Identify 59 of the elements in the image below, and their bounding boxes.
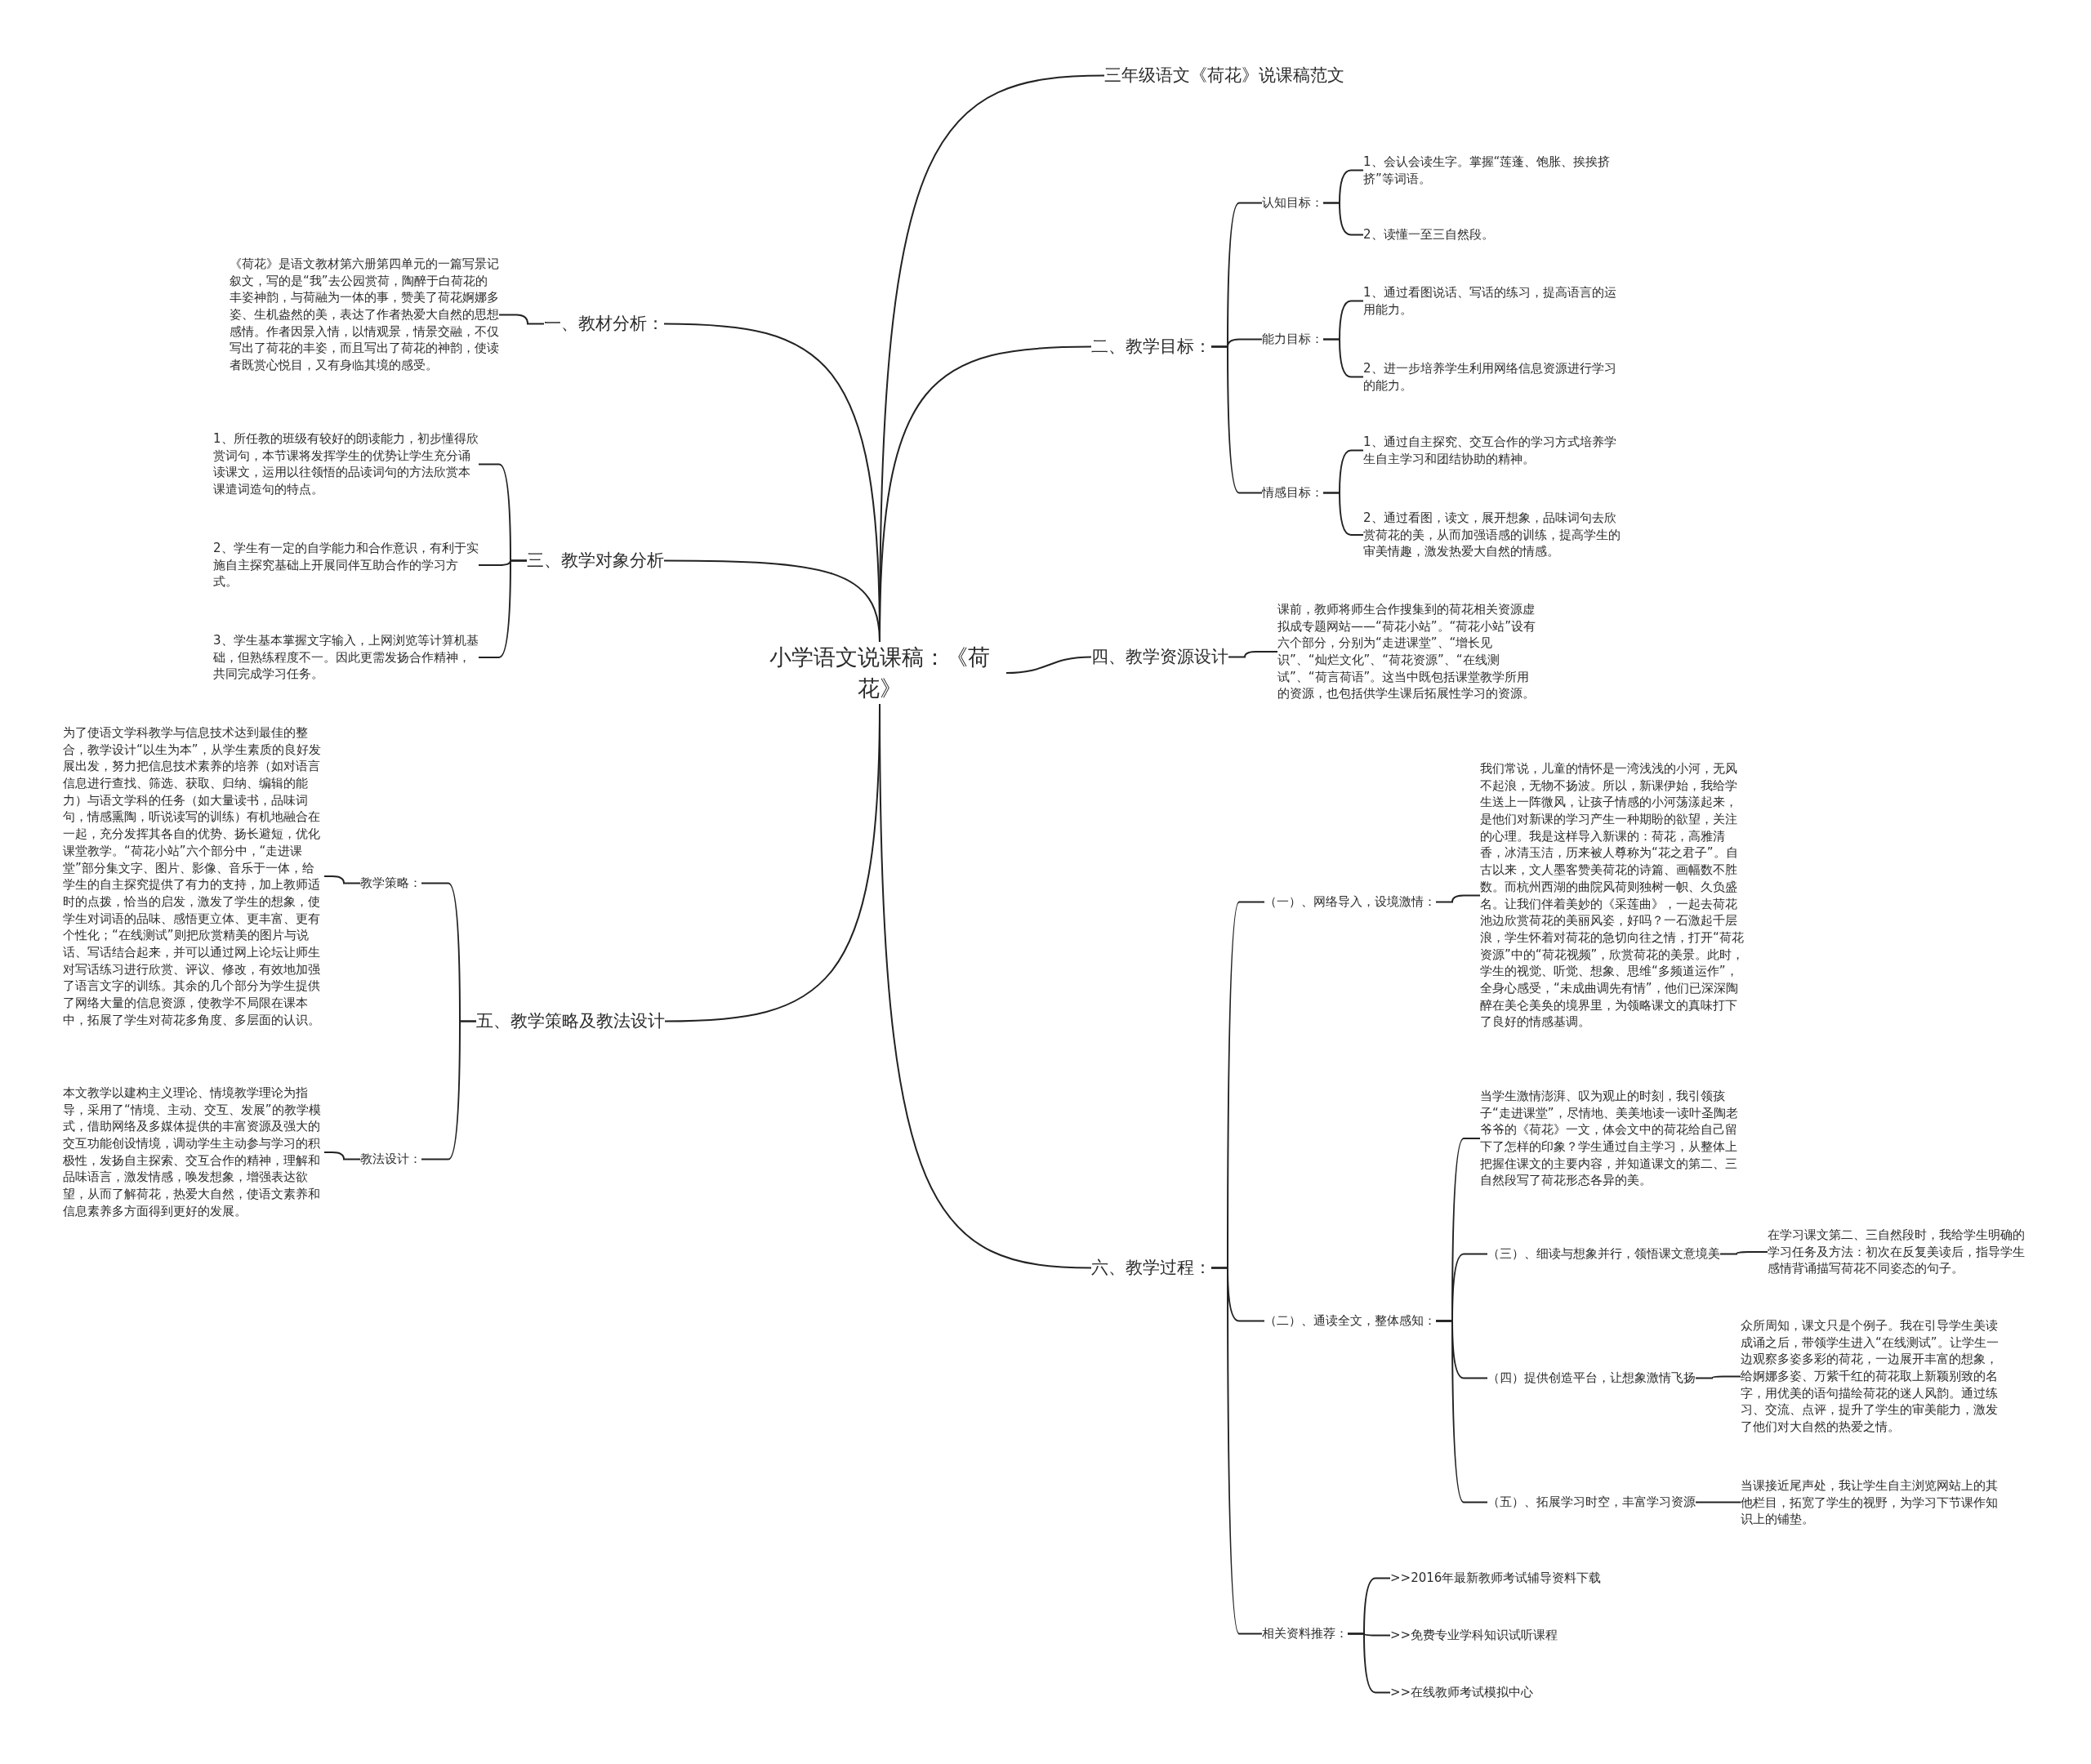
paragraph-text: 能力目标： xyxy=(1262,331,1323,348)
paragraph-text: 认知目标： xyxy=(1262,194,1323,212)
paragraph-text: 1、通过看图说话、写话的练习，提高语言的运用能力。 xyxy=(1363,284,1625,318)
paragraph-text: 2、通过看图，读文，展开想象，品味词句去欣赏荷花的美，从而加强语感的训练，提高学生的审美情趣，激发热爱大自然的情感。 xyxy=(1363,510,1625,561)
connector-line xyxy=(498,314,545,325)
paragraph-text: （三）、细读与想象并行，领悟课文意境美 xyxy=(1487,1245,1720,1263)
paragraph-text: 2、读懂一至三自然段。 xyxy=(1363,226,1494,243)
branch-label: 三、教学对象分析 xyxy=(527,549,664,573)
paragraph-text: 众所周知，课文只是个例子。我在引导学生美读成诵之后，带领学生进入“在线测试”。让学生一边观察多姿多彩的荷花，一边展开丰富的想象，给婀娜多姿、万紫千红的荷花取上新颖别致的名字，用优美的语句描绘荷花的迷人风韵。通过练习、交流、点评，提升了学生的审美能力，激发了他们对大自然的热爱之情。 xyxy=(1741,1317,2005,1436)
paragraph-text: 当课接近尾声处，我让学生自主浏览网站上的其他栏目，拓宽了学生的视野，为学习下节课作知识上的铺垫。 xyxy=(1741,1477,2005,1529)
branch-label: 五、教学策略及教法设计 xyxy=(476,1009,665,1034)
paragraph-text: （一）、网络导入，设境激情： xyxy=(1264,893,1436,911)
paragraph-text: 课前，教师将师生合作搜集到的荷花相关资源虚拟成专题网站——“荷花小站”。“荷花小站”设有六个部分，分别为“走进课堂”、“增长见识”、“灿烂文化”、“荷花资源”、“在线测试”、“荷言荷语”。这当中既包括课堂教学所用的资源，也包括供学生课后拓展性学习的资源。 xyxy=(1277,601,1540,703)
paragraph-text: >>免费专业学科知识试听课程 xyxy=(1390,1627,1558,1644)
paragraph-text: （五）、拓展学习时空，丰富学习资源 xyxy=(1487,1494,1696,1511)
branch-label: 一、教材分析： xyxy=(544,312,664,336)
paragraph-text: 教学策略： xyxy=(360,875,421,892)
branch-label: 六、教学过程： xyxy=(1091,1256,1211,1281)
paragraph-text: >>在线教师考试模拟中心 xyxy=(1390,1684,1534,1701)
paragraph-text: 在学习课文第二、三自然段时，我给学生明确的学习任务及方法：初次在反复美读后，指导学生感情背诵描写荷花不同姿态的句子。 xyxy=(1768,1227,2030,1278)
paragraph-text: （四）提供创造平台，让想象激情飞扬 xyxy=(1487,1370,1696,1387)
connector-line xyxy=(1695,1375,1741,1379)
paragraph-text: 教法设计： xyxy=(360,1151,421,1168)
paragraph-text: 当学生激情澎湃、叹为观止的时刻，我引领孩子“走进课堂”，尽情地、美美地读一读叶圣陶老爷爷的《荷花》一文，体会文中的荷花给自己留下了怎样的印象？学生通过自主学习，从整体上把握住课文的主要内容，并知道课文的第二、三自然段写了荷花形态各异的美。 xyxy=(1480,1088,1745,1190)
paragraph-text: 为了使语文学科教学与信息技术达到最佳的整合，教学设计“以生为本”，从学生素质的良好发展出发，努力把信息技术素养的培养（如对语言信息进行查找、筛选、获取、归纳、编辑的能力）与语文学科的任务（如大量读书，品味词句，情感熏陶，听说读写的训练）有机地融合在一起，充分发挥其各自的优势、扬长避短，优化课堂教学。“荷花小站”六个部分中，“走进课堂”部分集文字、图片、影像、音乐于一体，给学生的自主探究提供了有力的支持，加上教师适时的点拨，恰当的启发，激发了学生的想象，使学生对词语的品味、感悟更立体、更丰富、更有个性化；“在线测试”则把欣赏精美的图片与说话、写话结合起来，并可以通过网上论坛让师生对写话练习进行欣赏、评议、修改，有效地加强了语言文字的训练。其余的几个部分为学生提供了网络大量的信息资源，使教学不局限在课本中，拓展了学生对荷花多角度、多层面的认识。 xyxy=(63,724,324,1029)
branch-label: 二、教学目标： xyxy=(1091,335,1211,359)
paragraph-text: 我们常说，儿童的情怀是一湾浅浅的小河，无风不起浪，无物不扬波。所以，新课伊始，我给学生送上一阵微风，让孩子情感的小河荡漾起来，是他们对新课的学习产生一种期盼的欲望，关注的心理。我是这样导入新课的：荷花，高雅清香，冰清玉洁，历来被人尊称为“花之君子”。自古以来，文人墨客赞美荷花的诗篇、画幅数不胜数。而杭州西湖的曲院风荷则独树一帜、久负盛名。让我们伴着美妙的《采莲曲》，一起去荷花池边欣赏荷花的美丽风姿，好吗？一石激起千层浪，学生怀着对荷花的急切向往之情，打开“荷花资源”中的“荷花视频”，欣赏荷花的美景。此时，学生的视觉、听觉、想象、思维“多频道运作”，全身心感受，“未成曲调先有情”，他们已深深陶醉在美仑美奂的境界里，为领略课文的真味打下了良好的情感基调。 xyxy=(1480,760,1745,1031)
connector-line xyxy=(1719,1251,1768,1255)
connector-line xyxy=(1322,338,1364,378)
connector-line xyxy=(1210,1267,1263,1635)
connector-line xyxy=(323,1152,361,1160)
central-topic: 小学语文说课稿：《荷花》 xyxy=(753,642,1006,704)
paragraph-text: 本文教学以建构主义理论、情境教学理论为指导，采用了“情境、主动、交互、发展”的教学模式，借助网络及多媒体提供的丰富资源及强大的交互功能创设情境，调动学生主动参与学习的积极性，发扬自主探索、交互合作的精神，理解和品味语言，激发情感，唤发想象，增强表达欲望，从而了解荷花，热爱大自然，使语文素养和信息素养多方面得到更好的发展。 xyxy=(63,1085,324,1220)
paragraph-text: 情感目标： xyxy=(1262,484,1323,501)
paragraph-text: 2、学生有一定的自学能力和合作意识，有利于实施自主探究基础上开展同伴互助合作的学习方式。 xyxy=(213,540,479,591)
branch-label: 四、教学资源设计 xyxy=(1091,645,1228,670)
paragraph-text: >>2016年最新教师考试辅导资料下载 xyxy=(1390,1570,1602,1587)
paragraph-text: 《荷花》是语文教材第六册第四单元的一篇写景记叙文，写的是“我”去公园赏荷，陶醉于白荷花的丰姿神韵，与荷融为一体的事，赞美了荷花婀娜多姿、生机盎然的美，表达了作者热爱大自然的思想感情。作者因景入情，以情观景，情景交融，不仅写出了荷花的丰姿，而且写出了荷花的神韵，使读者既赏心悦目，又有身临其境的感受。 xyxy=(230,256,499,374)
connector-line xyxy=(1228,651,1278,658)
connector-line xyxy=(1322,202,1364,236)
connector-line xyxy=(1435,1320,1488,1503)
connector-line xyxy=(1005,656,1092,674)
connector-line xyxy=(478,559,528,658)
paragraph-text: 1、通过自主探究、交互合作的学习方式培养学生自主学习和团结协助的精神。 xyxy=(1363,434,1625,468)
paragraph-text: 3、学生基本掌握文字输入，上网浏览等计算机基础，但熟练程度不一。因此更需发扬合作精神，共同完成学习任务。 xyxy=(213,632,479,684)
connector-line xyxy=(323,875,361,884)
paragraph-text: 1、会认会读生字。掌握“莲蓬、饱胀、挨挨挤挤”等词语。 xyxy=(1363,154,1625,188)
paragraph-text: 相关资料推荐： xyxy=(1262,1625,1348,1642)
branch-label: 三年级语文《荷花》说课稿范文 xyxy=(1104,64,1382,88)
connector-line xyxy=(1347,1633,1391,1694)
connector-line xyxy=(879,703,1092,1269)
connector-line xyxy=(1695,1501,1741,1503)
connector-line xyxy=(1210,345,1263,494)
connector-line xyxy=(663,559,881,643)
paragraph-text: 1、所任教的班级有较好的朗读能力，初步懂得欣赏词句，本节课将发挥学生的优势让学生充分诵读课文，运用以往领悟的品读词句的方法欣赏本课遣词造句的特点。 xyxy=(213,430,479,498)
connector-line xyxy=(421,1020,477,1160)
connector-line xyxy=(1435,894,1481,903)
paragraph-text: （二）、通读全文，整体感知： xyxy=(1264,1312,1436,1330)
paragraph-text: 2、进一步培养学生利用网络信息资源进行学习的能力。 xyxy=(1363,360,1625,394)
